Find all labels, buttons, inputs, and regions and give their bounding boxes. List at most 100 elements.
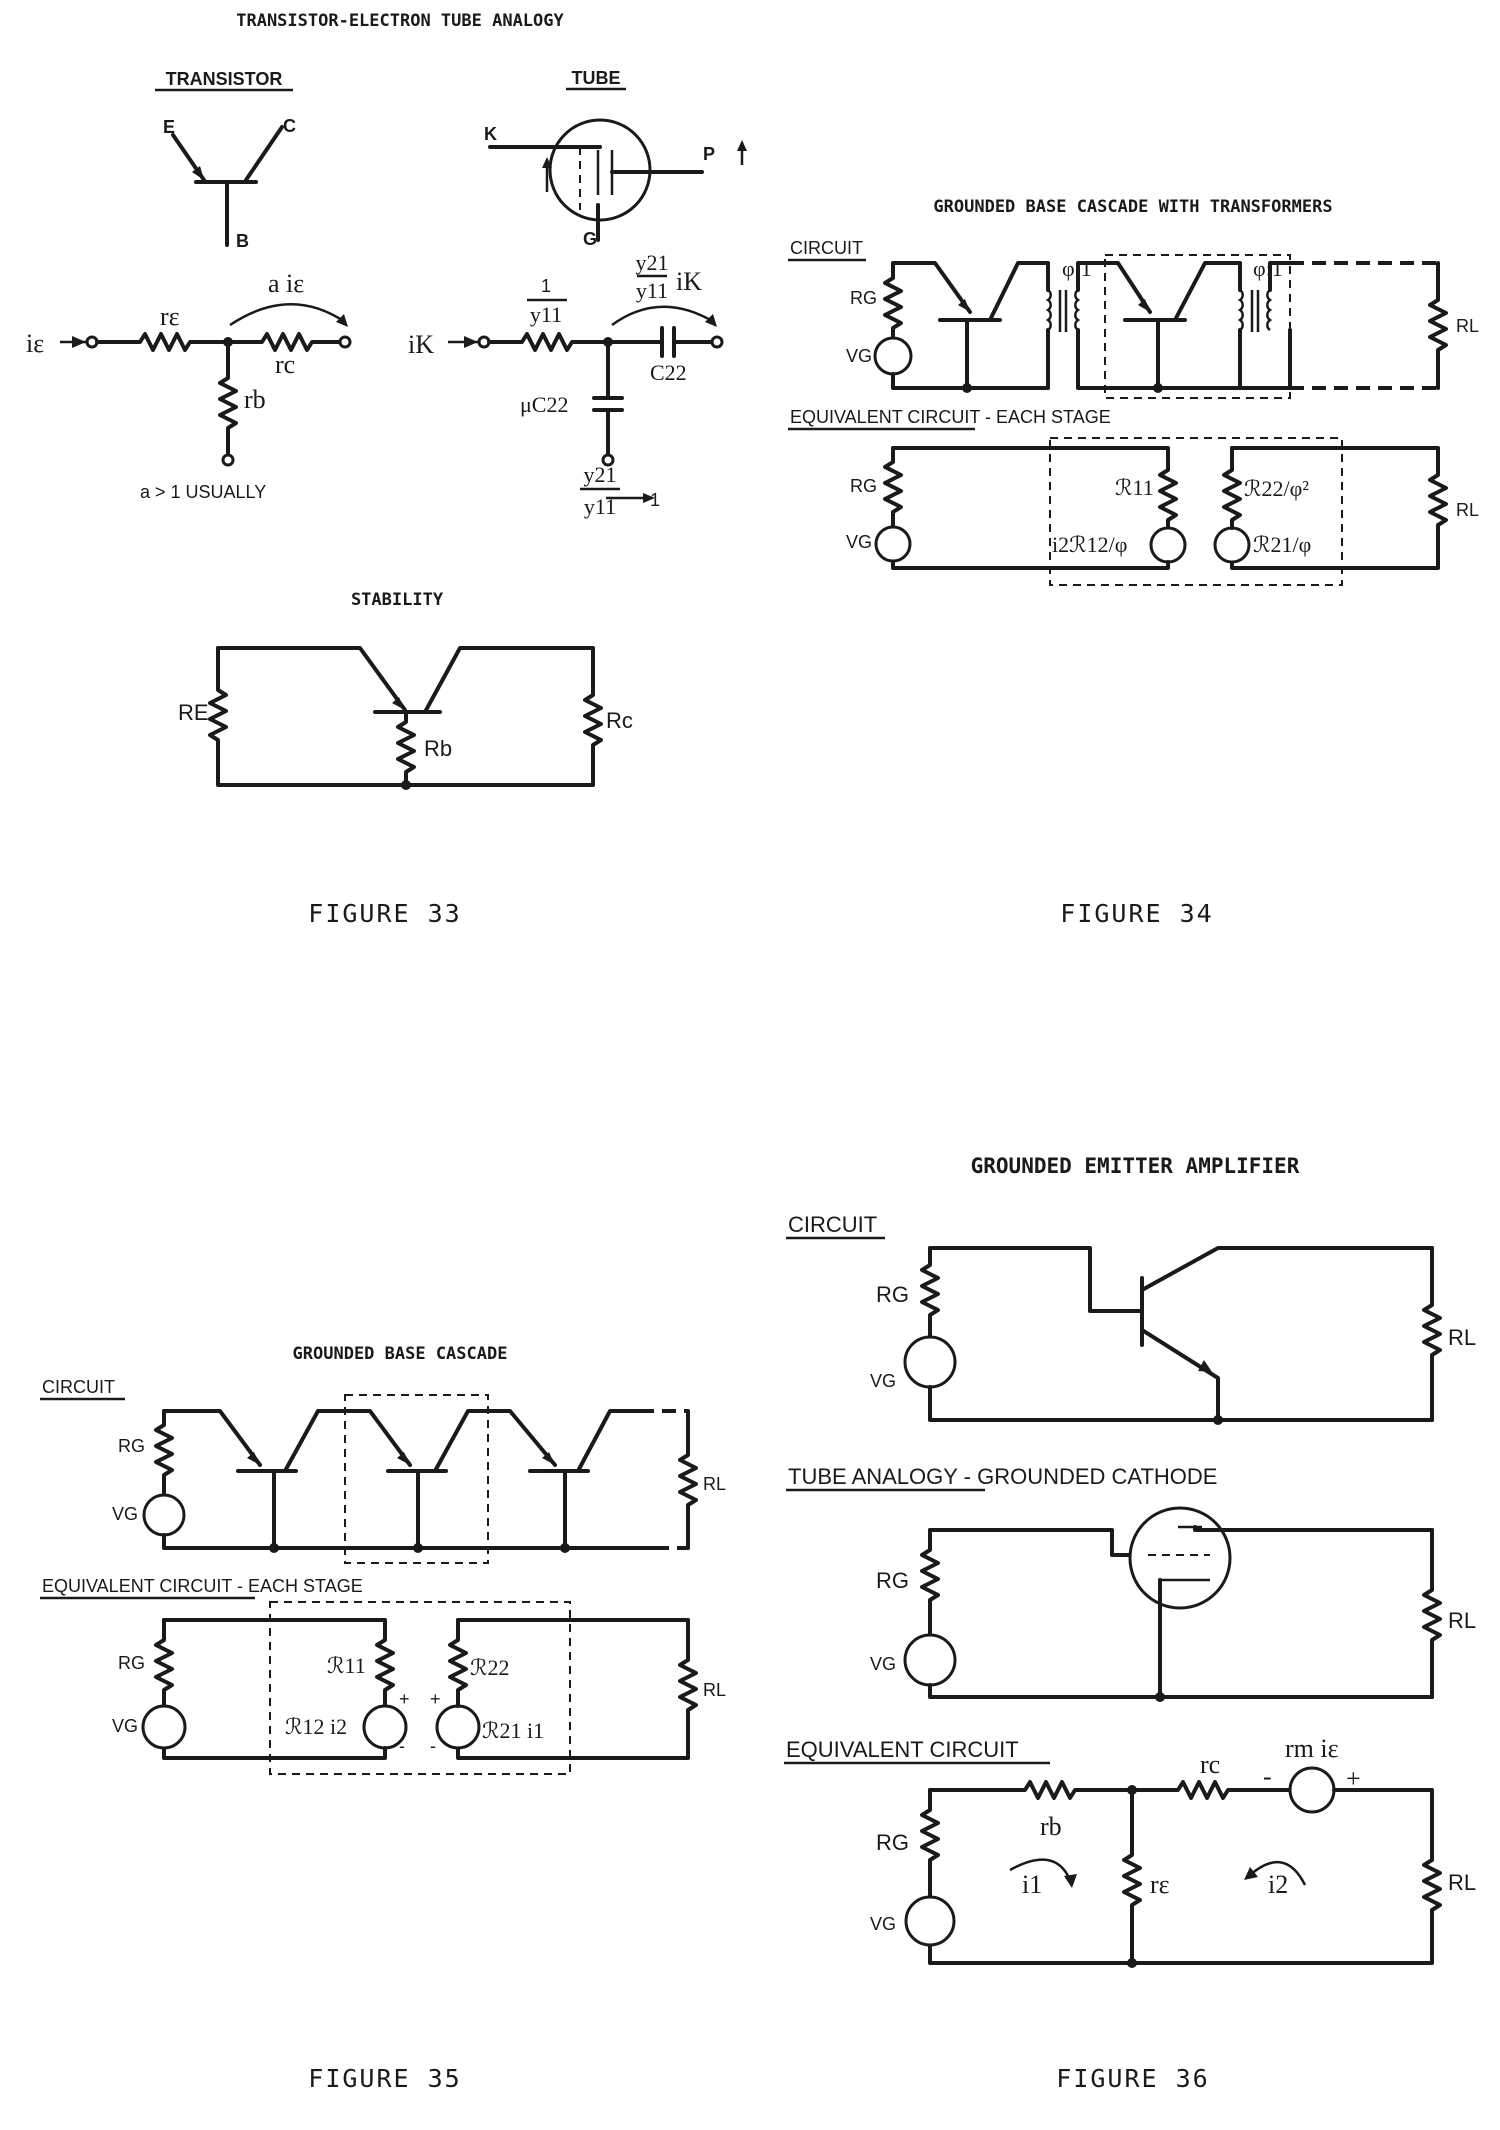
- tube-symbol: [488, 118, 747, 242]
- rb-resistor-label: Rb: [424, 736, 452, 761]
- figure-34-circuit-label: CIRCUIT: [790, 238, 863, 258]
- mu-c22-label: μC22: [520, 392, 568, 417]
- emitter-label: E: [163, 117, 175, 137]
- figure-36-circuit: [903, 1246, 1442, 1425]
- ratio-2-label: φ:1: [1253, 256, 1283, 281]
- figure-34-equiv-label: EQUIVALENT CIRCUIT - EACH STAGE: [790, 407, 1111, 427]
- figure-36-tube-rg-label: RG: [876, 1568, 909, 1593]
- figure-35-equivalent-circuit: [141, 1601, 698, 1775]
- r22-phi2-label: ℛ22/φ²: [1244, 476, 1309, 501]
- ik-input-label: iK: [408, 330, 434, 359]
- tube-equivalent-circuit: [448, 274, 724, 503]
- figure-36-tube-vg-label: VG: [870, 1654, 896, 1674]
- figure-34: GROUNDED BASE CASCADE WITH TRANSFORMERS …: [788, 197, 1479, 928]
- r21-phi-label: ℛ21/φ: [1253, 532, 1311, 557]
- figure-36: GROUNDED EMITTER AMPLIFIER CIRCUIT RG VG…: [784, 1154, 1476, 2093]
- rc-resistor-label: Rc: [606, 708, 633, 733]
- figure-36-equiv-label: EQUIVALENT CIRCUIT: [786, 1737, 1019, 1762]
- figure-34-equiv-rl-label: RL: [1456, 500, 1479, 520]
- transistor-heading: TRANSISTOR: [166, 69, 283, 89]
- transistor-equivalent-circuit: [60, 303, 352, 467]
- fig36-rb-label: rb: [1040, 1812, 1062, 1841]
- figure-35-vg-label: VG: [112, 1504, 138, 1524]
- fig35-minus-2: -: [430, 1736, 436, 1756]
- figure-35-circuit-label: CIRCUIT: [42, 1377, 115, 1397]
- a-ie-label: a iε: [268, 269, 304, 298]
- y11-ratio-den: y11: [584, 494, 616, 519]
- rc-label: rc: [275, 350, 295, 379]
- plate-label: P: [703, 144, 715, 164]
- y21-ratio-num: y21: [584, 462, 617, 487]
- r11-label: ℛ11: [1115, 475, 1154, 500]
- figure-34-equivalent-circuit: [874, 437, 1448, 586]
- fig35-plus-2: +: [430, 1689, 441, 1709]
- grid-label: G: [583, 229, 597, 249]
- ie-input-label: iε: [26, 329, 44, 358]
- figure-36-equiv-rg-label: RG: [876, 1830, 909, 1855]
- figure-35-caption: FIGURE 35: [308, 2064, 461, 2093]
- figure-36-caption: FIGURE 36: [1056, 2064, 1209, 2093]
- tends-to-one: 1: [650, 490, 660, 510]
- figure-34-equiv-vg-label: VG: [846, 532, 872, 552]
- fig36-minus: -: [1263, 1762, 1272, 1791]
- figure-35-equiv-rg-label: RG: [118, 1653, 145, 1673]
- figure-35-rg-label: RG: [118, 1436, 145, 1456]
- rb-label: rb: [244, 385, 266, 414]
- fig35-minus-1: -: [399, 1736, 405, 1756]
- figure-35-title: GROUNDED BASE CASCADE: [293, 1344, 508, 1364]
- figure-36-equiv-rl-label: RL: [1448, 1870, 1476, 1895]
- stability-circuit: [208, 646, 603, 790]
- figure-33-caption: FIGURE 33: [308, 899, 461, 928]
- gain-note: a > 1 USUALLY: [140, 482, 266, 502]
- fig35-r21-i1-label: ℛ21 i1: [482, 1718, 544, 1743]
- figure-36-title: GROUNDED EMITTER AMPLIFIER: [971, 1154, 1300, 1178]
- fig35-r22-label: ℛ22: [470, 1655, 510, 1680]
- figure-35-equiv-label: EQUIVALENT CIRCUIT - EACH STAGE: [42, 1576, 363, 1596]
- fig35-plus-1: +: [399, 1689, 410, 1709]
- figure-33: TRANSISTOR-ELECTRON TUBE ANALOGY TRANSIS…: [26, 11, 747, 928]
- y21-numerator: y21: [636, 250, 669, 275]
- figure-36-equiv-vg-label: VG: [870, 1914, 896, 1934]
- fig36-plus: +: [1346, 1764, 1361, 1793]
- figure-36-tube-circuit: [903, 1506, 1442, 1702]
- figure-34-title: GROUNDED BASE CASCADE WITH TRANSFORMERS: [933, 197, 1332, 217]
- tube-heading: TUBE: [572, 68, 621, 88]
- c22-label: C22: [650, 360, 687, 385]
- ratio-1-label: φ:1: [1062, 256, 1092, 281]
- figure-36-circuit-label: CIRCUIT: [788, 1212, 877, 1237]
- figure-35-equiv-vg-label: VG: [112, 1716, 138, 1736]
- i2-r12-phi-label: i2ℛ12/φ: [1052, 532, 1127, 557]
- figure-36-equivalent-circuit: [904, 1766, 1442, 1968]
- cathode-label: K: [484, 124, 497, 144]
- re-label: rε: [160, 302, 180, 331]
- figure-35-equiv-rl-label: RL: [703, 1680, 726, 1700]
- figure-36-rl-label: RL: [1448, 1325, 1476, 1350]
- collector-label: C: [283, 116, 296, 136]
- fig35-r11-label: ℛ11: [327, 1653, 366, 1678]
- re-resistor-label: RE: [178, 700, 209, 725]
- figure-34-vg-label: VG: [846, 346, 872, 366]
- fig36-i2-label: i2: [1268, 1870, 1288, 1899]
- figure-36-tube-rl-label: RL: [1448, 1608, 1476, 1633]
- figure-36-vg-label: VG: [870, 1371, 896, 1391]
- fig36-re-label: rε: [1150, 1870, 1170, 1899]
- figure-35-rl-label: RL: [703, 1474, 726, 1494]
- fig35-r12-i2-label: ℛ12 i2: [285, 1714, 347, 1739]
- stability-title: STABILITY: [351, 590, 444, 610]
- transistor-symbol: [171, 125, 284, 247]
- figure-33-title: TRANSISTOR-ELECTRON TUBE ANALOGY: [236, 11, 564, 31]
- ik-label: iK: [676, 267, 702, 296]
- one-over-label: 1: [541, 276, 551, 296]
- figure-35: GROUNDED BASE CASCADE CIRCUIT: [40, 1344, 726, 2093]
- tube-analogy-label: TUBE ANALOGY - GROUNDED CATHODE: [788, 1464, 1217, 1489]
- figure-36-rg-label: RG: [876, 1282, 909, 1307]
- fig36-i1-label: i1: [1022, 1870, 1042, 1899]
- figure-34-rg-label: RG: [850, 288, 877, 308]
- figure-34-circuit: [873, 254, 1448, 399]
- figure-34-caption: FIGURE 34: [1060, 899, 1213, 928]
- figure-35-circuit: [142, 1394, 698, 1564]
- base-label: B: [236, 231, 249, 251]
- fig36-rc-label: rc: [1200, 1750, 1220, 1779]
- y11-denominator: y11: [530, 302, 562, 327]
